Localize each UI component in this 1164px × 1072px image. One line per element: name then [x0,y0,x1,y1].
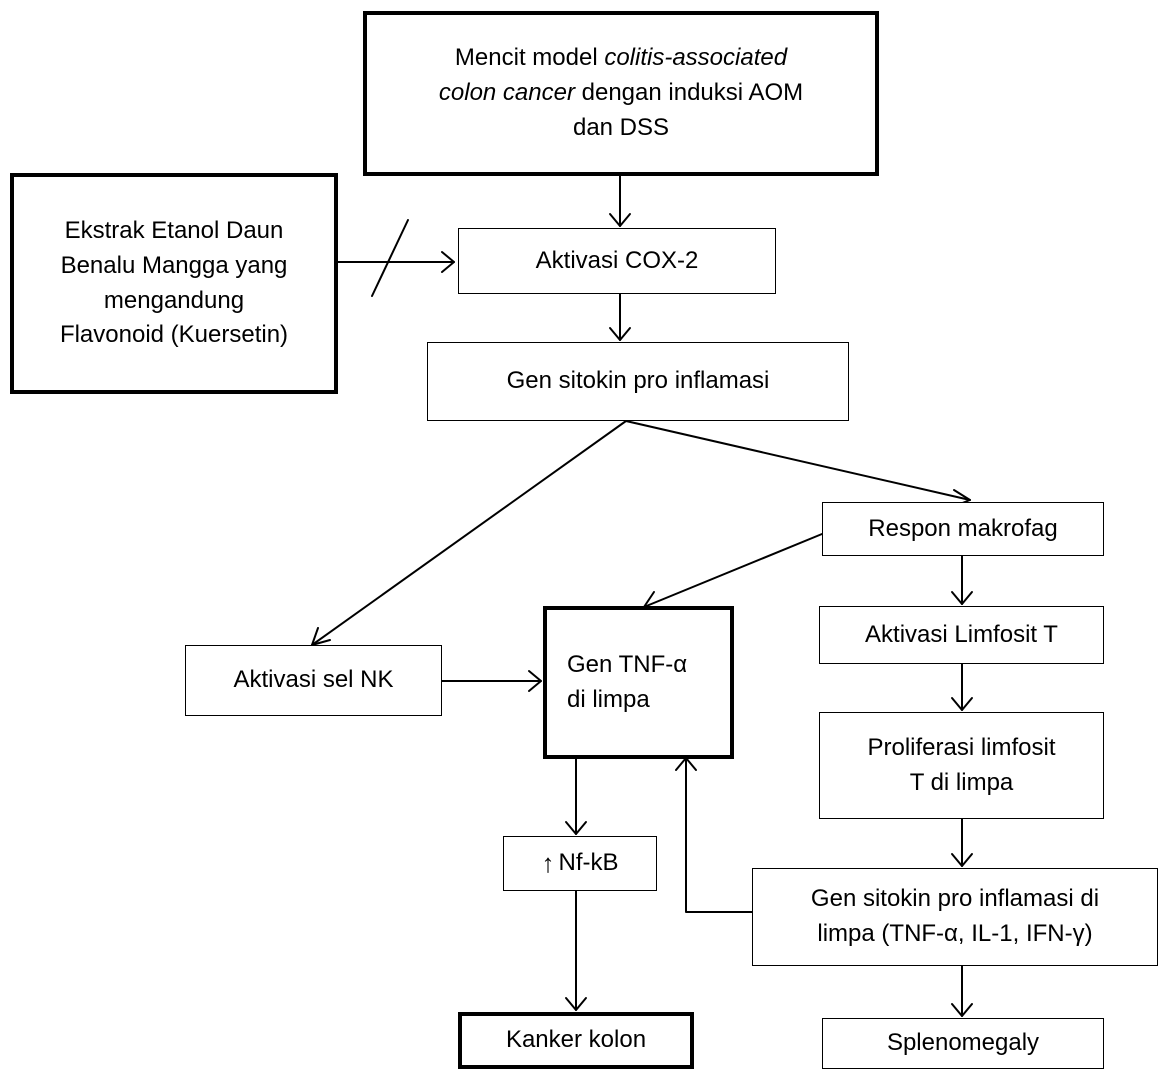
up-arrow-icon: ↑ [541,847,555,878]
gen-limpa-line-1: Gen sitokin pro inflamasi di [810,885,1100,913]
node-gen-tnf: Gen TNF-α di limpa [543,606,734,759]
tnf-line-2: di limpa [567,685,650,713]
node-proliferasi: Proliferasi limfosit T di limpa [819,712,1104,819]
node-aktivasi-nk: Aktivasi sel NK [185,645,442,716]
arrow-mencit-to-cox2 [609,175,631,227]
ekstrak-line-2: Benalu Mangga yang [60,251,288,279]
mencit-text-2b: dengan induksi AOM [574,79,804,107]
gen-limpa-line-2: limpa (TNF-α, IL-1, IFN-γ) [817,920,1093,947]
nk-label: Aktivasi sel NK [233,666,394,694]
mencit-text-3: dan DSS [572,113,670,141]
proliferasi-line-1: Proliferasi limfosit [867,733,1056,761]
node-respon-makrofag: Respon makrofag [822,502,1104,556]
arrow-nk-to-tnf [441,670,542,692]
arrow-nfkb-to-kanker [565,890,587,1011]
arrow-ekstrak-to-cox2 [337,251,455,273]
node-splenomegaly: Splenomegaly [822,1018,1104,1069]
ekstrak-line-1: Ekstrak Etanol Daun [64,216,284,244]
ekstrak-line-3: mengandung [103,286,245,314]
arrow-gen-limpa-to-spleno [951,965,973,1017]
cox2-label: Aktivasi COX-2 [535,246,699,274]
inhibition-slash [371,219,409,297]
arrow-cox2-to-gen-sitokin [609,293,631,341]
gen-sitokin-label: Gen sitokin pro inflamasi [506,367,770,395]
node-aktivasi-limfosit: Aktivasi Limfosit T [819,606,1104,664]
arrow-limfosit-to-proliferasi [951,663,973,711]
arrow-gen-sitokin-to-respon [625,420,971,508]
respon-label: Respon makrofag [868,514,1058,542]
node-mencit-model: Mencit model colitis-associated colon ca… [363,11,879,176]
arrow-respon-to-limfosit [951,555,973,605]
node-gen-sitokin: Gen sitokin pro inflamasi [427,342,849,421]
arrow-gen-limpa-to-tnf [675,757,753,913]
limfosit-label: Aktivasi Limfosit T [865,620,1058,648]
arrow-proliferasi-to-gen-limpa [951,818,973,867]
node-ekstrak-etanol: Ekstrak Etanol Daun Benalu Mangga yang m… [10,173,338,394]
mencit-text-1a: Mencit model [454,44,605,72]
mencit-text-2a: colon cancer [438,79,575,107]
tnf-line-1: Gen TNF-α [567,650,688,678]
nfkb-label: Nf-kB [558,849,619,877]
spleno-label: Splenomegaly [886,1029,1040,1057]
node-kanker-kolon: Kanker kolon [458,1012,694,1069]
arrow-respon-to-tnf [643,533,823,609]
kanker-label: Kanker kolon [505,1026,647,1054]
arrow-tnf-to-nfkb [565,758,587,835]
mencit-text-1b: colitis-associated [604,44,788,72]
node-nfkb: ↑Nf-kB [503,836,657,891]
node-aktivasi-cox2: Aktivasi COX-2 [458,228,776,294]
ekstrak-line-4: Flavonoid (Kuersetin) [59,321,289,349]
proliferasi-line-2: T di limpa [909,768,1014,796]
node-gen-sitokin-limpa: Gen sitokin pro inflamasi di limpa (TNF-… [752,868,1158,966]
